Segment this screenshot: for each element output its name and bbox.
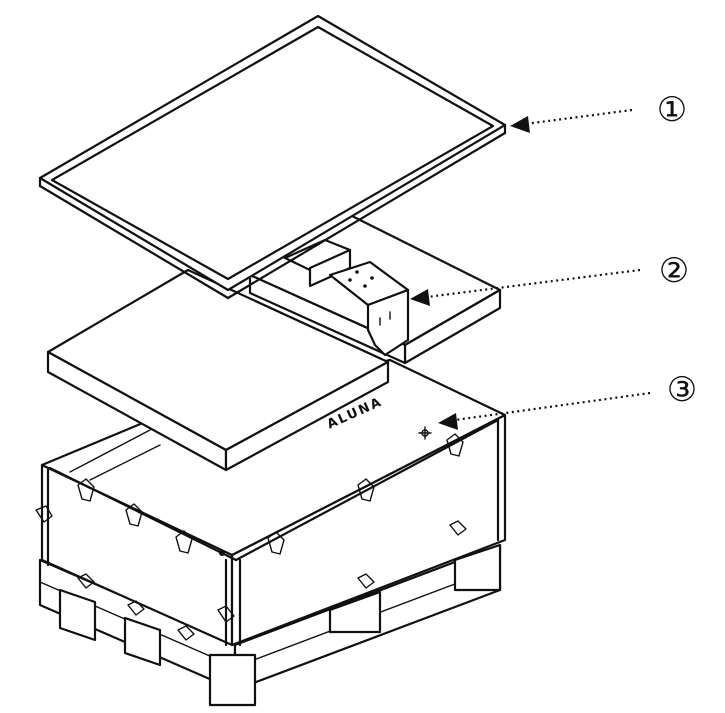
callout-marker-3: ③ xyxy=(666,370,698,410)
callout-marker-1: ① xyxy=(656,90,688,130)
latch-clips xyxy=(35,433,467,641)
top-cover-panel xyxy=(38,14,507,300)
callout-leader-1 xyxy=(510,108,633,133)
crate-symbol-icon xyxy=(418,426,432,440)
callout-leader-2 xyxy=(410,268,641,306)
crate-mark-dot xyxy=(219,550,225,556)
pallet-base xyxy=(38,543,502,707)
callout-leader-3 xyxy=(438,391,651,430)
bracket xyxy=(283,238,410,357)
left-lid-panel xyxy=(46,268,390,472)
callout-marker-2: ② xyxy=(658,251,690,291)
crate-box: ALUNA xyxy=(35,358,507,647)
